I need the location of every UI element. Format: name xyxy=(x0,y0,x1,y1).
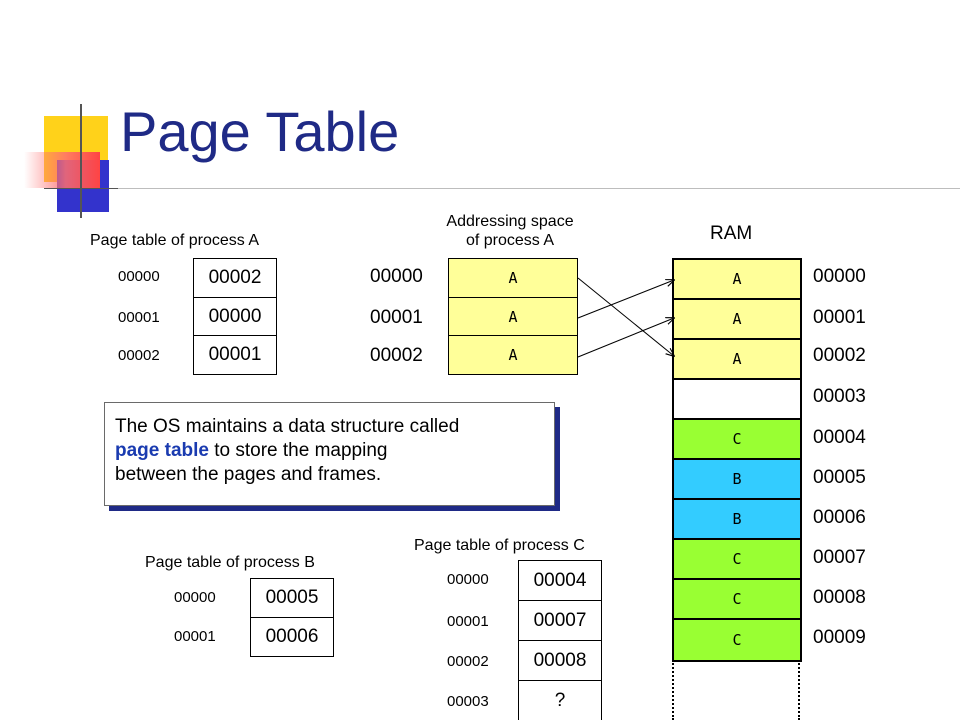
ram-frame: C xyxy=(674,620,800,660)
address-space-a-label: Addressing space of process A xyxy=(412,212,608,250)
ram-continuation-right xyxy=(798,660,800,720)
title-underline xyxy=(118,188,960,189)
ram-frame: C xyxy=(674,580,800,620)
page-table-c-index: 00003 xyxy=(447,693,489,710)
ram-frame: A xyxy=(674,260,800,300)
page-table-c-entry: 00007 xyxy=(519,601,601,641)
address-space-a-index: 00001 xyxy=(370,307,423,328)
callout-line2: page table to store the mapping xyxy=(115,439,544,463)
ram-frame: A xyxy=(674,340,800,380)
page-table-c-index: 00002 xyxy=(447,653,489,670)
ram-frame-index: 00005 xyxy=(813,467,866,488)
arrow-page0-to-frame2 xyxy=(577,277,674,356)
address-space-a-index: 00002 xyxy=(370,345,423,366)
page-table-c-entry: 00008 xyxy=(519,641,601,681)
ram-frame-index: 00004 xyxy=(813,427,866,448)
page-table-b-label: Page table of process B xyxy=(145,554,315,571)
ram-frame-index: 00006 xyxy=(813,507,866,528)
arrow-page2-to-frame1 xyxy=(577,318,674,358)
deco-red-bar xyxy=(24,152,100,188)
callout-line1: The OS maintains a data structure called xyxy=(115,416,460,437)
ram-frame-index: 00007 xyxy=(813,547,866,568)
page-table-a-index: 00002 xyxy=(118,347,160,364)
address-space-a: A A A xyxy=(448,258,578,375)
address-space-a-label-line2: of process A xyxy=(465,232,555,249)
page-table-b-index: 00000 xyxy=(174,589,216,606)
ram-frame-index: 00002 xyxy=(813,345,866,366)
ram-label: RAM xyxy=(710,223,753,244)
address-space-a-label-line1: Addressing space xyxy=(446,213,574,230)
page-table-c: 00004 00007 00008 ? xyxy=(518,560,602,720)
page-table-c-index: 00000 xyxy=(447,571,489,588)
ram-frame: A xyxy=(674,300,800,340)
address-space-a-index: 00000 xyxy=(370,266,423,287)
callout-line2-rest: to store the mapping xyxy=(208,440,388,461)
page-table-b-index: 00001 xyxy=(174,628,216,645)
page-table-a-label: Page table of process A xyxy=(90,232,259,249)
ram-frame-index: 00001 xyxy=(813,307,866,328)
page-table-a-index: 00000 xyxy=(118,268,160,285)
ram-frame-index: 00008 xyxy=(813,587,866,608)
ram: A A A C B B C C C xyxy=(672,258,802,662)
arrow-page1-to-frame0 xyxy=(577,280,674,319)
deco-horizontal-line xyxy=(44,188,120,189)
page-table-a: 00002 00000 00001 xyxy=(193,258,277,375)
address-space-a-page: A xyxy=(449,259,577,298)
ram-frame: B xyxy=(674,500,800,540)
ram-frame-index: 00009 xyxy=(813,627,866,648)
address-space-a-page: A xyxy=(449,298,577,336)
page-title: Page Table xyxy=(120,100,400,163)
page-table-a-entry: 00002 xyxy=(194,259,276,298)
callout-line3: between the pages and frames. xyxy=(115,464,382,485)
page-table-callout: The OS maintains a data structure called… xyxy=(104,402,555,506)
ram-frame: B xyxy=(674,460,800,500)
ram-continuation-left xyxy=(672,660,674,720)
page-table-c-label: Page table of process C xyxy=(414,537,585,554)
address-space-a-page: A xyxy=(508,346,518,364)
page-table-c-index: 00001 xyxy=(447,613,489,630)
page-table-b-entry: 00005 xyxy=(251,579,333,618)
page-table-a-entry: 00000 xyxy=(194,298,276,336)
page-table-a-entry: 00001 xyxy=(208,344,262,365)
callout-highlight: page table xyxy=(115,440,209,461)
ram-frame-index: 00000 xyxy=(813,266,866,287)
page-table-c-entry: ? xyxy=(554,689,566,711)
ram-frame xyxy=(674,380,800,420)
ram-frame: C xyxy=(674,420,800,460)
ram-frame-index: 00003 xyxy=(813,386,866,407)
page-table-c-entry: 00004 xyxy=(519,561,601,601)
page-table-b: 00005 00006 xyxy=(250,578,334,657)
deco-vertical-line xyxy=(80,104,82,218)
page-table-b-entry: 00006 xyxy=(265,626,319,647)
ram-frame: C xyxy=(674,540,800,580)
page-table-a-index: 00001 xyxy=(118,309,160,326)
